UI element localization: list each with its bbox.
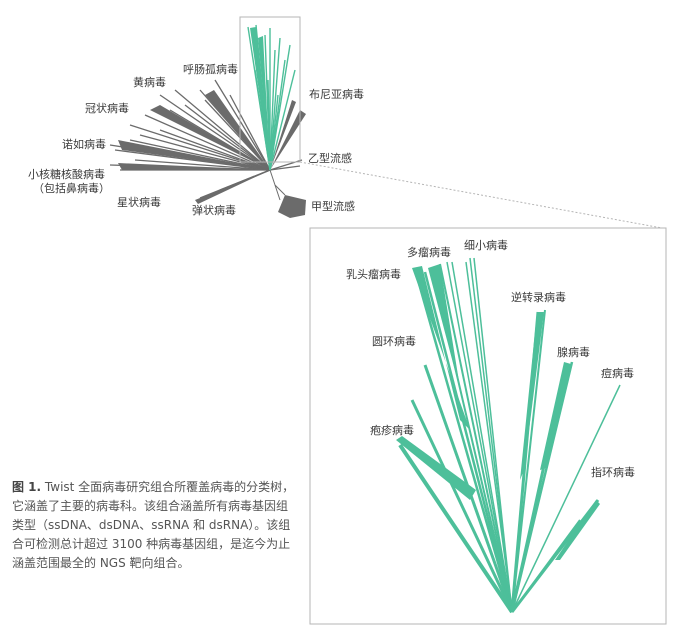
overview-gray-branch [274, 184, 286, 196]
label-adeno: 腺病毒 [557, 345, 590, 359]
overview-gray-branch [174, 89, 271, 171]
overview-gray-wedge [270, 110, 306, 170]
detail-green-branch [511, 309, 546, 613]
detail-panel-frame [309, 227, 667, 625]
label-circo: 圆环病毒 [372, 334, 416, 348]
label-pox: 痘病毒 [601, 366, 634, 380]
overview-gray-branch [114, 149, 271, 171]
detail-herpes-wedge [396, 436, 476, 500]
overview-gray-branch [169, 109, 271, 171]
overview-gray-branch [144, 114, 271, 171]
label-polyoma: 多瘤病毒 [407, 245, 451, 259]
label-retro: 逆转录病毒 [511, 290, 566, 304]
overview-gray-wedge [118, 163, 270, 170]
label-anello: 指环病毒 [591, 465, 635, 479]
detail-green-branch [510, 361, 574, 613]
zoom-source-box [239, 16, 301, 163]
figure-caption: 图 1. Twist 全面病毒研究组合所覆盖病毒的分类树，它涵盖了主要的病毒科。… [12, 478, 298, 573]
figure-caption-text: Twist 全面病毒研究组合所覆盖病毒的分类树，它涵盖了主要的病毒科。该组合涵盖… [12, 480, 295, 570]
overview-green-branch [269, 69, 296, 171]
overview-green-branch [269, 94, 279, 171]
overview-gray-branch [214, 79, 271, 171]
zoom-connector-line [299, 161, 663, 229]
overview-tree-branches [109, 24, 306, 218]
overview-gray-branch [159, 94, 271, 171]
overview-trunk [274, 184, 281, 201]
label-small-rna-note: （包括鼻病毒） [33, 181, 110, 195]
overview-gray-branch [269, 165, 301, 171]
detail-tree-branches [396, 257, 621, 614]
overview-gray-wedge [118, 140, 270, 170]
detail-green-branch [511, 384, 621, 613]
label-corona: 冠状病毒 [85, 101, 129, 115]
detail-green-branch [398, 443, 514, 614]
label-rhabdo: 弹状病毒 [192, 203, 236, 217]
label-herpes: 疱疹病毒 [370, 423, 414, 437]
label-papilloma: 乳头瘤病毒 [346, 267, 401, 281]
overview-gray-branch [229, 94, 271, 171]
detail-green-branch [473, 257, 513, 613]
label-picorna: 呼肠孤病毒 [183, 62, 238, 76]
overview-gray-branch [129, 139, 271, 171]
label-flu-a: 甲型流感 [311, 199, 355, 213]
overview-green-wedge [250, 27, 270, 170]
detail-anello-wedge [555, 500, 600, 560]
label-noro: 诺如病毒 [62, 137, 106, 151]
overview-green-branch [254, 69, 271, 171]
overview-gray-branch [184, 104, 271, 171]
figure-number: 图 1. [12, 480, 42, 494]
detail-green-branch [416, 279, 514, 613]
detail-papilloma-wedge [412, 266, 470, 430]
label-small-rna: 小核糖核酸病毒 [28, 167, 105, 181]
overview-green-branch [269, 44, 291, 171]
detail-green-branch [439, 263, 513, 613]
detail-papilloma-wedge [428, 264, 468, 420]
label-bunya: 布尼亚病毒 [309, 87, 364, 101]
detail-green-branch [511, 519, 581, 613]
overview-trunk [269, 169, 276, 186]
label-parvo: 细小病毒 [464, 238, 508, 252]
overview-green-branch [267, 79, 271, 171]
overview-gray-branch [204, 99, 271, 171]
detail-green-branch [410, 399, 514, 613]
overview-gray-wedge [205, 90, 270, 170]
overview-gray-branch [134, 159, 271, 171]
detail-green-branch [423, 271, 514, 613]
label-astro: 星状病毒 [117, 195, 161, 209]
detail-green-branch [451, 261, 513, 613]
overview-gray-wedge [270, 100, 296, 170]
detail-retro-wedge [520, 312, 544, 480]
overview-flu-a-fan [278, 195, 306, 218]
detail-green-branch [446, 261, 513, 613]
label-flu-b: 乙型流感 [308, 151, 352, 165]
label-flavi: 黄病毒 [133, 75, 166, 89]
overview-gray-branch [139, 134, 271, 171]
overview-gray-wedge [195, 170, 270, 204]
detail-adeno-wedge [540, 362, 571, 470]
overview-gray-branch [159, 129, 271, 171]
overview-green-wedge [258, 36, 270, 170]
